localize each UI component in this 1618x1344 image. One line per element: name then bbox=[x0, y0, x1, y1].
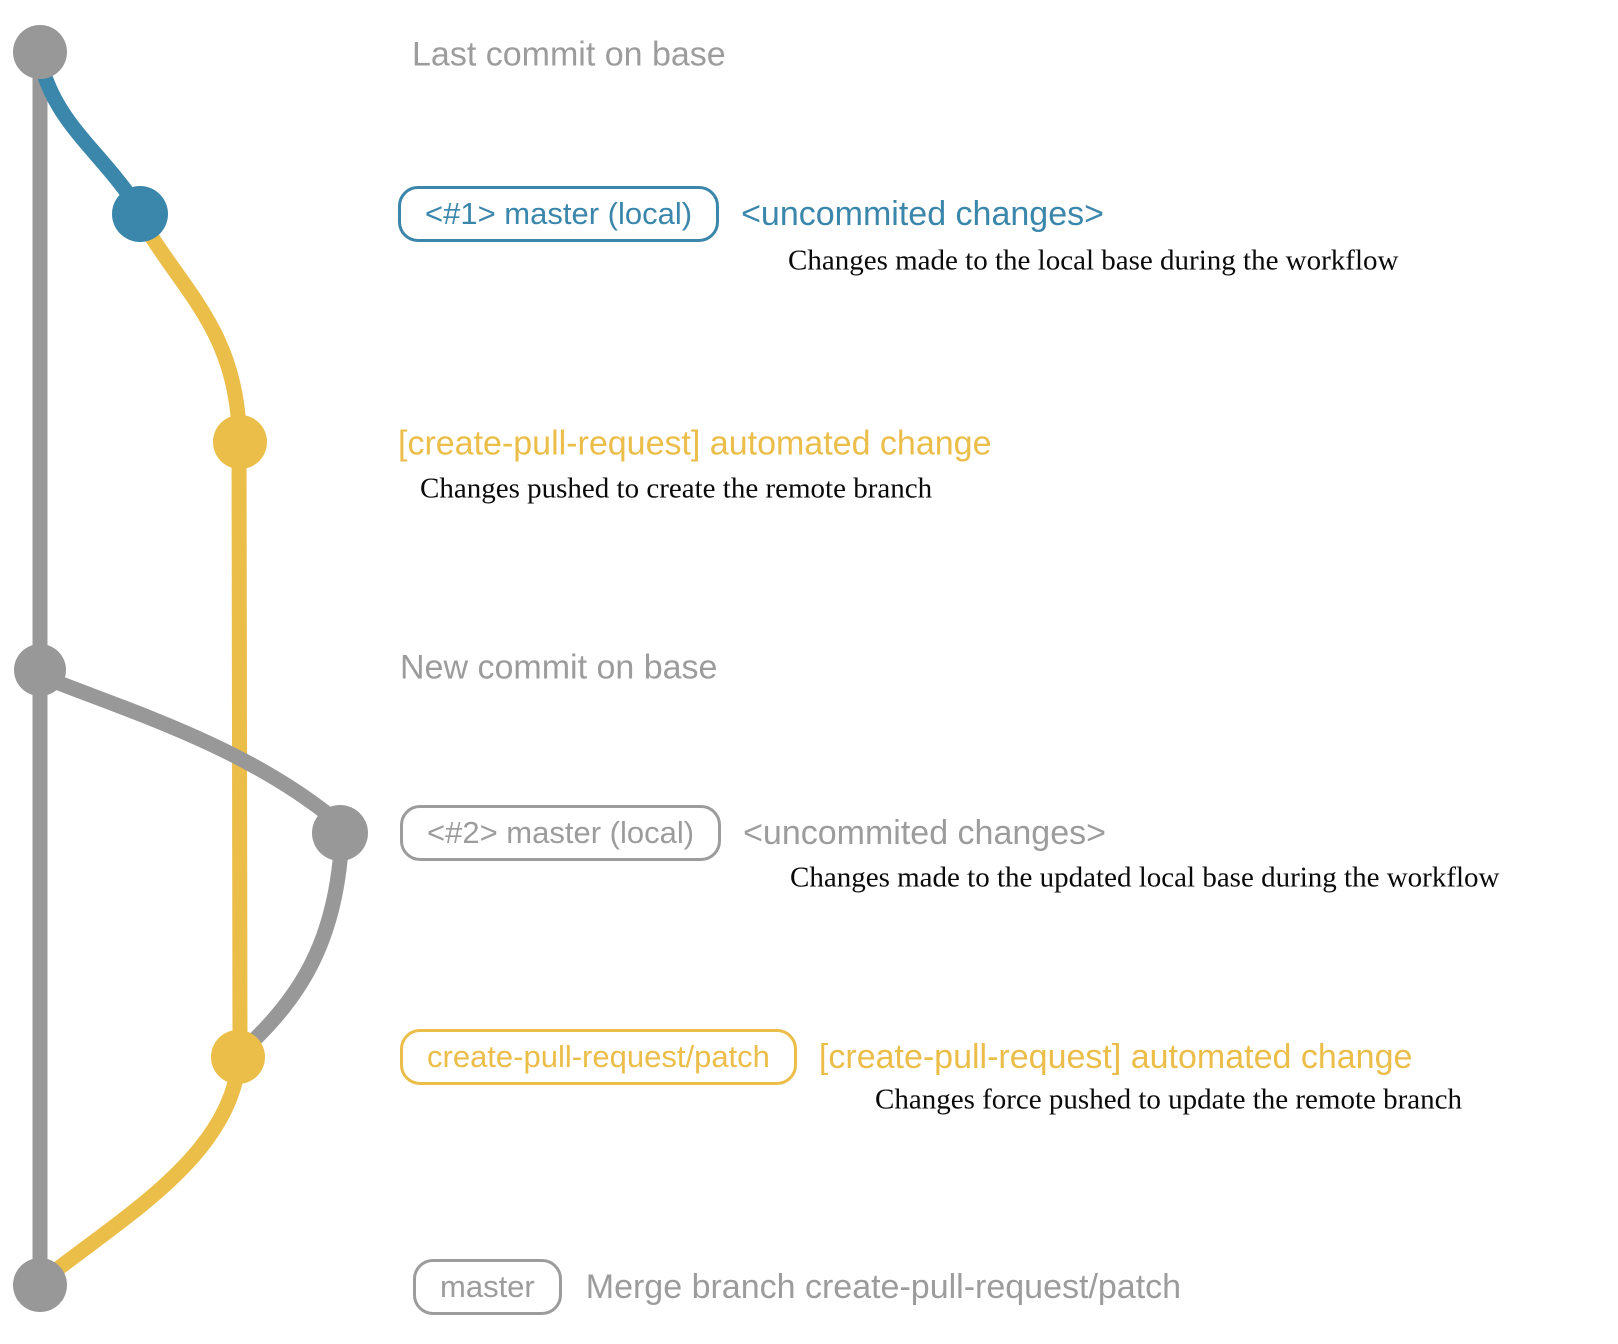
new-commit-label: New commit on base bbox=[400, 648, 718, 687]
merge-message-label: Merge branch create-pull-request/patch bbox=[585, 1267, 1182, 1306]
commit1-note: Changes made to the local base during th… bbox=[788, 244, 1399, 277]
branch-graph bbox=[13, 25, 368, 1312]
local-branch-line bbox=[32, 52, 142, 210]
local2-branch-out-line bbox=[38, 670, 338, 824]
commit-dot-base-new bbox=[14, 644, 66, 696]
local-master-1-badge: <#1> master (local) bbox=[398, 186, 720, 242]
local-master-2-badge: <#2> master (local) bbox=[400, 805, 722, 861]
local2-branch-merge-line bbox=[244, 842, 349, 1050]
push1-note: Changes pushed to create the remote bran… bbox=[420, 472, 933, 505]
automated-change-1-label: [create-pull-request] automated change bbox=[398, 424, 992, 463]
commit2-note: Changes made to the updated local base d… bbox=[790, 861, 1500, 894]
uncommited-changes-1-label: <uncommited changes> bbox=[741, 194, 1104, 233]
commit-dot-patch-2 bbox=[211, 1030, 265, 1084]
patch-branch-line bbox=[38, 220, 248, 1286]
master-badge: master bbox=[413, 1259, 562, 1315]
commit-dot-local-1 bbox=[112, 186, 168, 242]
last-commit-label: Last commit on base bbox=[412, 35, 726, 74]
push2-note: Changes force pushed to update the remot… bbox=[875, 1083, 1463, 1116]
commit-dot-local-2 bbox=[312, 805, 368, 861]
patch-branch-badge: create-pull-request/patch bbox=[400, 1029, 797, 1085]
commit-dot-patch-1 bbox=[213, 415, 267, 469]
commit-dot-merge bbox=[13, 1258, 67, 1312]
commit-dot-base-last bbox=[13, 25, 67, 79]
uncommited-changes-2-label: <uncommited changes> bbox=[743, 813, 1106, 852]
automated-change-2-label: [create-pull-request] automated change bbox=[818, 1037, 1413, 1076]
